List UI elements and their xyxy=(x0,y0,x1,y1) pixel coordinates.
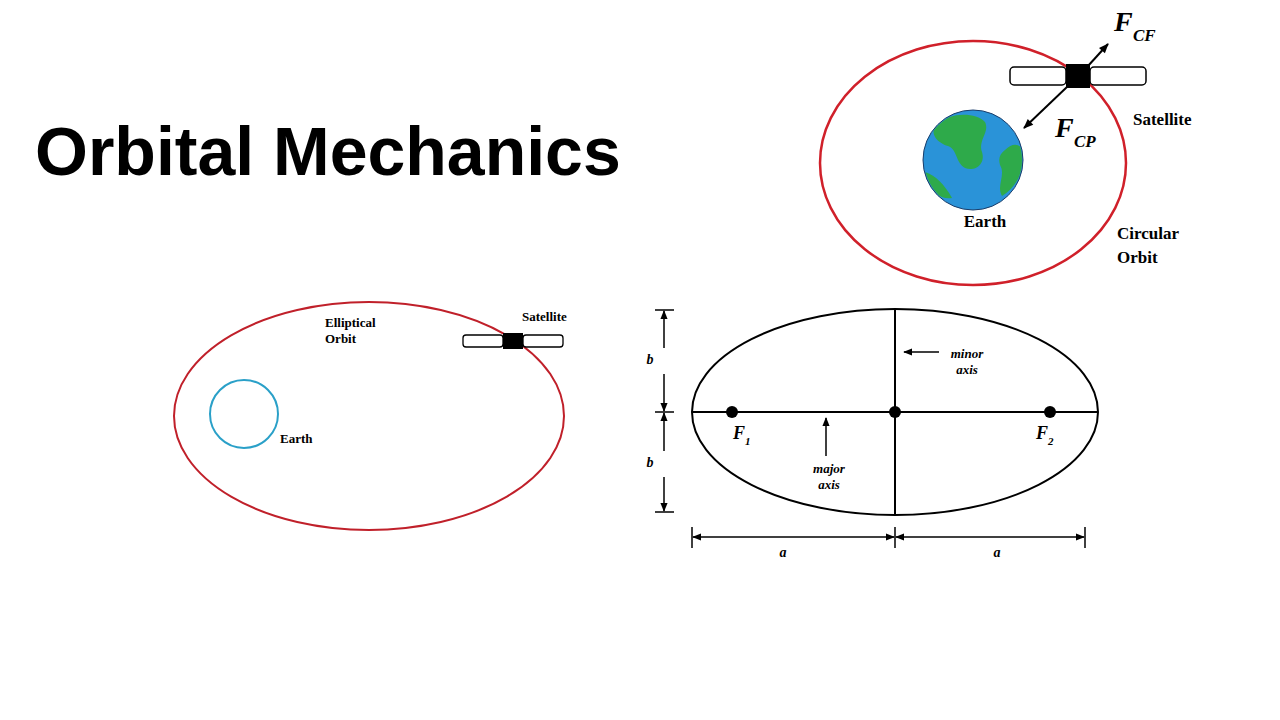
ellipse-geometry xyxy=(692,309,1098,515)
focus-subscript: 2 xyxy=(1048,435,1054,448)
force-symbol: F xyxy=(1114,6,1133,38)
dimension-label: b xyxy=(647,352,654,368)
orbit-label: Circular Orbit xyxy=(1117,222,1197,270)
earth-label: Earth xyxy=(964,212,1007,232)
dimension-label: b xyxy=(647,455,654,471)
satellite-label: Satellite xyxy=(522,310,567,325)
leader-arrow xyxy=(826,352,939,456)
axis-label: minor axis xyxy=(944,346,990,378)
satellite-icon xyxy=(1010,64,1146,88)
elliptical-orbit xyxy=(174,302,564,530)
force-symbol: F xyxy=(1055,112,1074,144)
satellite-icon xyxy=(463,333,563,349)
force-subscript: CF xyxy=(1133,26,1156,46)
focus-label: F xyxy=(733,423,745,444)
focus-subscript: 1 xyxy=(745,435,751,448)
dimension-b xyxy=(655,310,674,512)
dimension-a xyxy=(692,527,1085,548)
force-subscript: CP xyxy=(1074,132,1096,152)
orbit-label: Elliptical Orbit xyxy=(325,315,387,347)
earth-label: Earth xyxy=(280,432,313,447)
dimension-label: a xyxy=(780,545,787,561)
page-title: Orbital Mechanics xyxy=(35,112,621,190)
dimension-label: a xyxy=(994,545,1001,561)
axis-label: major axis xyxy=(806,461,852,493)
earth-globe xyxy=(923,110,1024,210)
focus-label: F xyxy=(1036,423,1048,444)
circular-orbit xyxy=(820,41,1126,285)
satellite-label: Satellite xyxy=(1133,110,1192,130)
